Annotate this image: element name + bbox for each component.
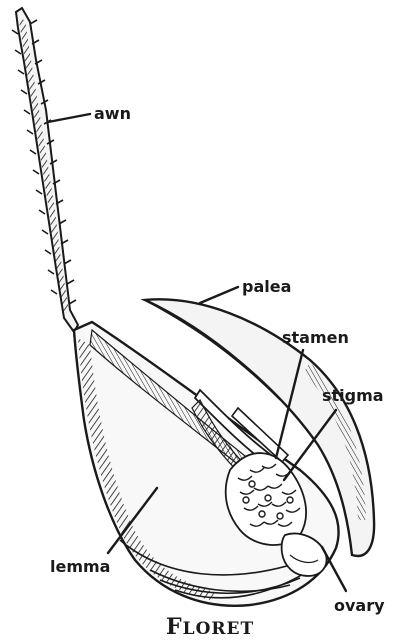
stamen-label: stamen bbox=[282, 328, 349, 347]
awn-illustration bbox=[12, 8, 78, 332]
lemma-label: lemma bbox=[50, 557, 110, 576]
caption-initial: F bbox=[166, 614, 183, 640]
awn-leader-line bbox=[48, 114, 90, 122]
ovary-label: ovary bbox=[334, 596, 385, 615]
awn-label: awn bbox=[94, 104, 131, 123]
palea-label: palea bbox=[242, 277, 291, 296]
palea-leader-line bbox=[200, 287, 238, 303]
caption-rest: LORET bbox=[183, 619, 255, 639]
stigma-label: stigma bbox=[322, 386, 384, 405]
figure-caption: FLORET bbox=[166, 614, 254, 640]
